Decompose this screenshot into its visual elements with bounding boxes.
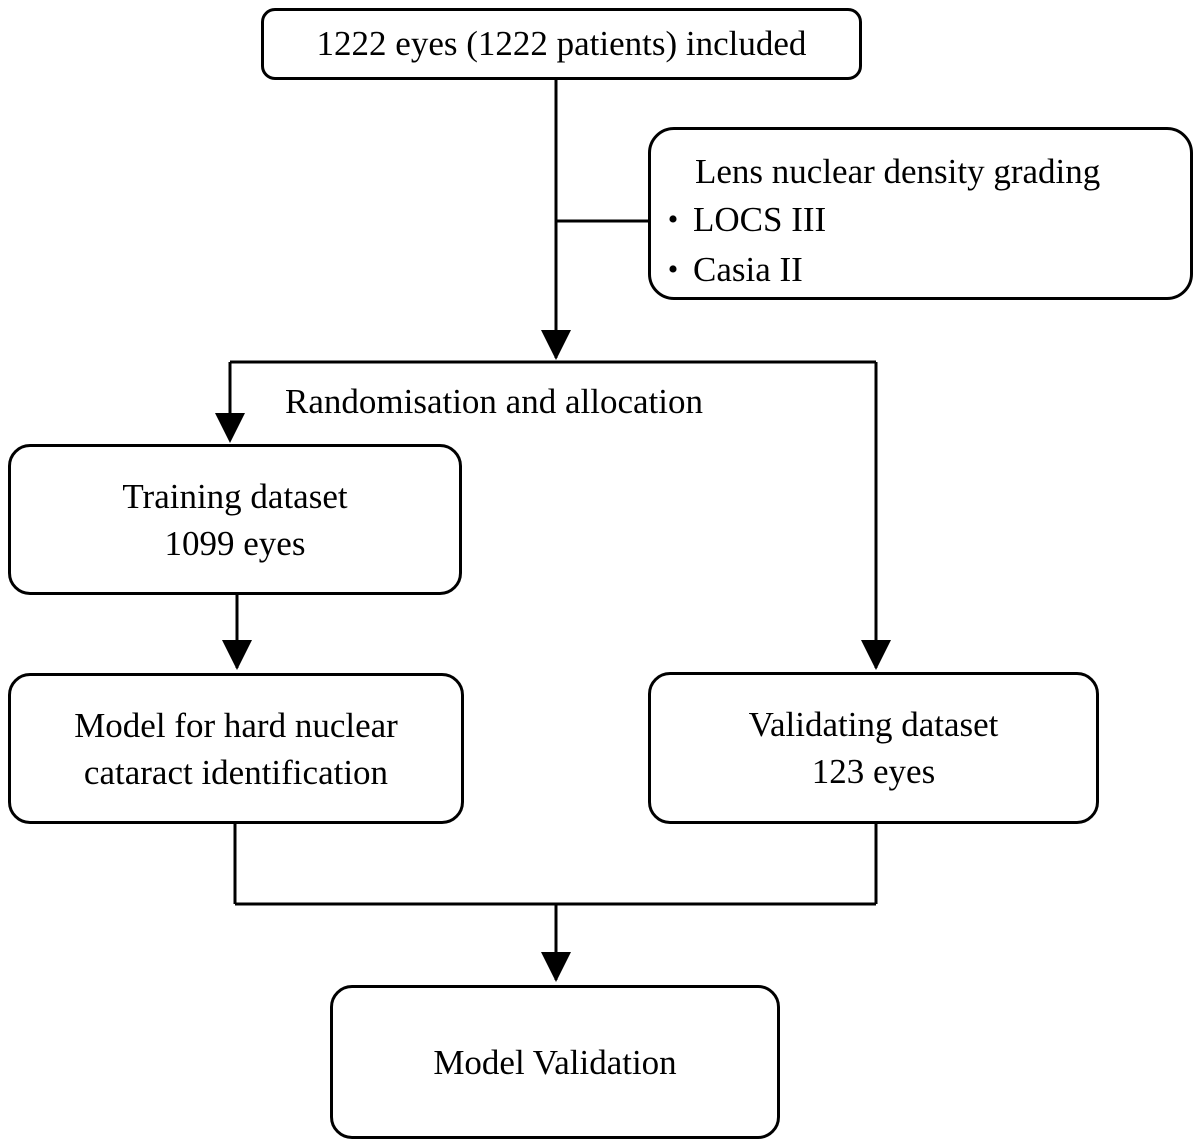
validating-box: Validating dataset 123 eyes	[648, 672, 1099, 824]
validation-text: Model Validation	[433, 1042, 677, 1082]
included-box: 1222 eyes (1222 patients) included	[261, 8, 862, 80]
arrow-to-validating-icon	[861, 640, 891, 670]
randomisation-label: Randomisation and allocation	[285, 382, 703, 421]
grading-title: Lens nuclear density grading	[695, 152, 1101, 191]
validating-count: 123 eyes	[811, 752, 936, 791]
training-count: 1099 eyes	[164, 523, 306, 563]
validating-title: Validating dataset	[748, 705, 999, 744]
grading-box: Lens nuclear density grading • LOCS III …	[648, 127, 1193, 300]
model-title-line2: cataract identification	[83, 752, 389, 792]
grading-item: • LOCS III	[659, 195, 1190, 245]
grading-item: • Casia II	[659, 245, 1190, 295]
bullet-icon: •	[667, 253, 679, 286]
training-title: Training dataset	[122, 476, 348, 516]
included-text: 1222 eyes (1222 patients) included	[316, 24, 807, 63]
validation-box: Model Validation	[330, 985, 780, 1139]
arrow-to-split-icon	[541, 330, 571, 360]
arrow-to-training-icon	[215, 413, 245, 443]
arrow-to-validation-icon	[541, 952, 571, 982]
grading-item-label: Casia II	[693, 250, 803, 289]
training-box: Training dataset 1099 eyes	[8, 444, 462, 595]
model-box: Model for hard nuclear cataract identifi…	[8, 673, 464, 824]
bullet-icon: •	[667, 203, 679, 236]
arrow-to-model-icon	[222, 640, 252, 670]
model-title-line1: Model for hard nuclear	[74, 705, 398, 745]
grading-item-label: LOCS III	[693, 200, 827, 239]
